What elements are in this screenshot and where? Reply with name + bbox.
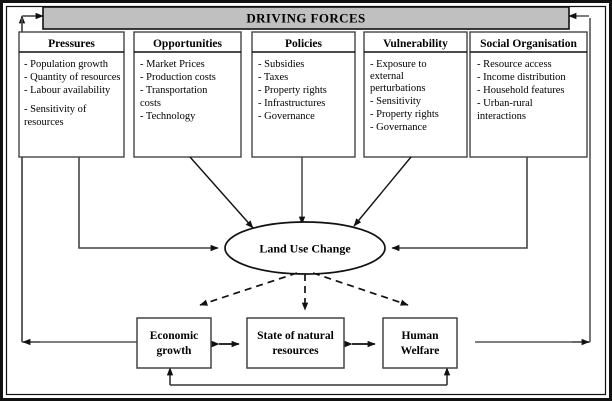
connector-social-organisation-to-land-use-change [391, 157, 528, 252]
driver-column-policies-item-0: - Subsidies [258, 59, 304, 70]
outcome-node-state-of-natural-resources[interactable]: State of natural resources [246, 317, 345, 369]
driver-column-vulnerability-box[interactable] [363, 31, 468, 158]
driver-column-pressures-item-2: - Labour availability [24, 85, 111, 96]
driver-column-policies-item-1: - Taxes [258, 72, 288, 83]
connector-land-use-change-to-economic-growth [199, 272, 298, 306]
connector-vulnerability-to-land-use-change [353, 156, 412, 227]
driver-column-policies-title: Policies [285, 38, 323, 50]
driver-column-policies[interactable]: Policies - Subsidies - Taxes - Property … [251, 31, 356, 158]
driver-column-policies-box[interactable] [251, 31, 356, 158]
outcome-node-human-welfare-box[interactable] [382, 317, 458, 369]
outcome-node-state-of-natural-resources-line-0: State of natural [257, 330, 334, 342]
driver-column-social-organisation-item-2: - Household features [477, 85, 564, 96]
driver-column-policies-item-3: - Infrastructures [258, 98, 325, 109]
driver-column-pressures-item-5: resources [24, 117, 64, 128]
driver-column-opportunities-title: Opportunities [153, 38, 223, 50]
driver-column-opportunities-box[interactable] [133, 31, 242, 158]
driving-forces-banner-label: DRIVING FORCES [246, 11, 365, 26]
land-use-change-label: Land Use Change [259, 242, 351, 256]
driver-column-opportunities-item-2: - Transportation [140, 85, 208, 96]
driver-column-opportunities-item-0: - Market Prices [140, 59, 205, 70]
outcome-node-economic-growth-line-0: Economic [150, 330, 199, 342]
driver-column-pressures-title: Pressures [48, 38, 95, 50]
driver-column-social-organisation-title: Social Organisation [480, 38, 577, 50]
driver-column-vulnerability-item-2: perturbations [370, 83, 425, 94]
driver-column-opportunities-item-3: costs [140, 98, 161, 109]
driver-column-pressures[interactable]: Pressures - Population growth - Quantity… [18, 31, 125, 158]
driver-column-vulnerability-item-1: external [370, 71, 404, 82]
outcome-node-economic-growth-box[interactable] [136, 317, 212, 369]
driver-column-social-organisation[interactable]: Social Organisation - Resource access - … [469, 31, 588, 158]
right-outer-feedback-loop [475, 18, 591, 343]
driver-column-pressures-box[interactable] [18, 31, 125, 158]
driver-column-social-organisation-item-0: - Resource access [477, 59, 552, 70]
driver-column-vulnerability[interactable]: Vulnerability - Exposure to external per… [363, 31, 468, 158]
driver-column-pressures-item-0: - Population growth [24, 59, 109, 70]
driver-column-pressures-item-4: - Sensitivity of [24, 104, 87, 115]
driver-column-vulnerability-item-5: - Governance [370, 122, 427, 133]
driver-column-vulnerability-item-4: - Property rights [370, 109, 439, 120]
connector-land-use-change-to-human-welfare [312, 272, 409, 306]
driver-column-vulnerability-item-3: - Sensitivity [370, 96, 422, 107]
driver-column-opportunities[interactable]: Opportunities - Market Prices - Producti… [133, 31, 242, 158]
driver-column-vulnerability-title: Vulnerability [383, 38, 448, 50]
outcome-node-human-welfare[interactable]: Human Welfare [382, 317, 458, 369]
driver-column-opportunities-item-1: - Production costs [140, 72, 216, 83]
driver-column-opportunities-item-4: - Technology [140, 111, 196, 122]
driver-column-policies-item-2: - Property rights [258, 85, 327, 96]
driver-column-social-organisation-item-3: - Urban-rural [477, 98, 533, 109]
connector-pressures-to-land-use-change [78, 157, 219, 252]
outcome-node-state-of-natural-resources-box[interactable] [246, 317, 345, 369]
driver-column-policies-item-4: - Governance [258, 111, 315, 122]
driver-column-social-organisation-box[interactable] [469, 31, 588, 158]
outcome-node-economic-growth-line-1: growth [157, 345, 193, 357]
outcome-node-human-welfare-line-0: Human [401, 330, 439, 342]
outcome-node-human-welfare-line-1: Welfare [401, 345, 440, 357]
driver-column-vulnerability-item-0: - Exposure to [370, 59, 427, 70]
driver-column-pressures-item-1: - Quantity of resources [24, 72, 121, 83]
driver-column-social-organisation-item-4: interactions [477, 111, 526, 122]
driver-column-social-organisation-item-1: - Income distribution [477, 72, 566, 83]
driving-forces-banner [42, 6, 570, 30]
outcome-node-economic-growth[interactable]: Economic growth [136, 317, 212, 369]
connector-opportunities-to-land-use-change [189, 156, 254, 229]
outcome-node-state-of-natural-resources-line-1: resources [272, 345, 319, 357]
